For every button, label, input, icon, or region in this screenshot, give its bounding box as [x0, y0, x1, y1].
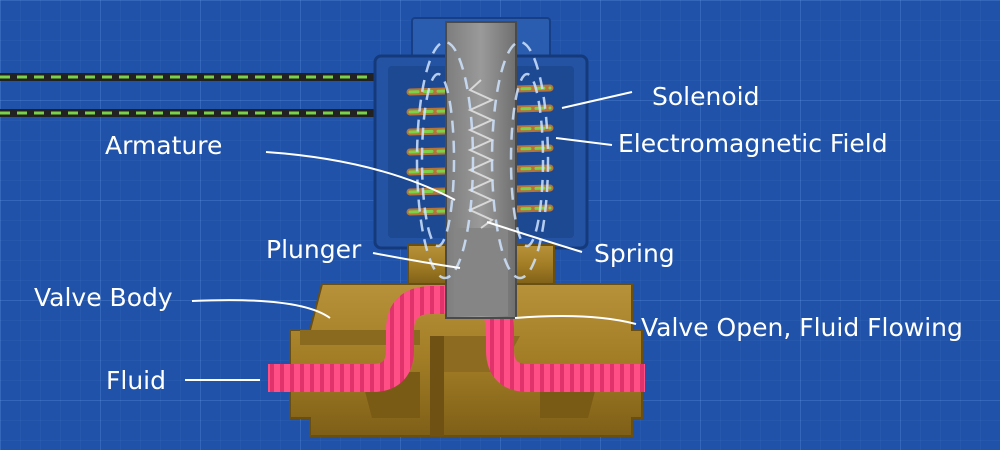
- plunger-label: Plunger: [266, 235, 362, 264]
- electromagnetic-field: [415, 40, 550, 280]
- fluid-label: Fluid: [106, 366, 166, 395]
- electrical-wires: [0, 73, 430, 117]
- electromagnetic-field-label: Electromagnetic Field: [618, 129, 888, 158]
- spring: [467, 79, 495, 229]
- spring-label: Spring: [594, 239, 675, 268]
- armature-label: Armature: [105, 131, 222, 160]
- armature-plunger: [445, 21, 517, 319]
- solenoid-label: Solenoid: [652, 82, 759, 111]
- valve-body-label: Valve Body: [34, 283, 173, 312]
- valve-open-label: Valve Open, Fluid Flowing: [641, 313, 963, 342]
- leader-lines: [185, 91, 637, 381]
